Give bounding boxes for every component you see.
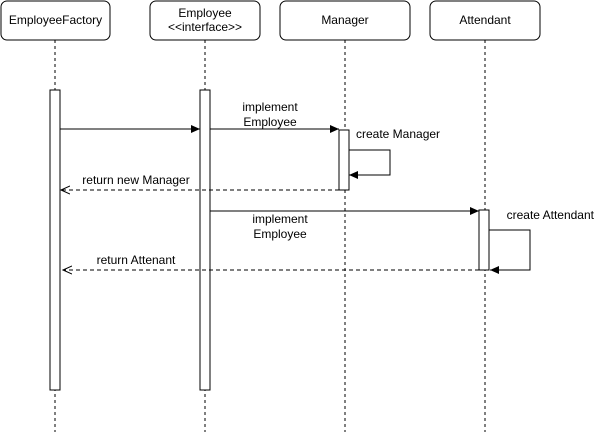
activation-employee-factory — [49, 89, 61, 391]
participant-manager-label: Manager — [321, 13, 368, 27]
participant-attendant[interactable]: Attendant — [429, 0, 541, 41]
message-implement-employee-attendant-line1: implement — [252, 212, 308, 226]
activation-manager — [338, 129, 350, 191]
participant-employee-factory[interactable]: EmployeeFactory — [0, 0, 111, 41]
message-implement-employee-manager-line2: Employee — [243, 115, 297, 129]
message-return-attendant-label: return Attenant — [97, 253, 176, 267]
activation-attendant — [478, 209, 490, 271]
participant-employee-label: Employee — [178, 6, 232, 20]
message-create-attendant-label: create Attendant — [507, 208, 595, 222]
message-create-manager — [349, 149, 391, 179]
participant-employee-stereotype: <<interface>> — [168, 20, 242, 34]
message-return-new-manager-label: return new Manager — [82, 173, 189, 187]
message-create-attendant — [489, 229, 531, 274]
message-implement-employee-manager-line1: implement — [242, 100, 298, 114]
message-implement-employee-attendant-line2: Employee — [253, 227, 307, 241]
participant-attendant-label: Attendant — [459, 13, 511, 27]
participant-employee-factory-label: EmployeeFactory — [9, 13, 102, 27]
message-create-manager-label: create Manager — [356, 127, 440, 141]
participant-employee[interactable]: Employee <<interface>> — [149, 0, 261, 41]
participant-manager[interactable]: Manager — [279, 0, 411, 41]
activation-employee — [199, 89, 211, 391]
